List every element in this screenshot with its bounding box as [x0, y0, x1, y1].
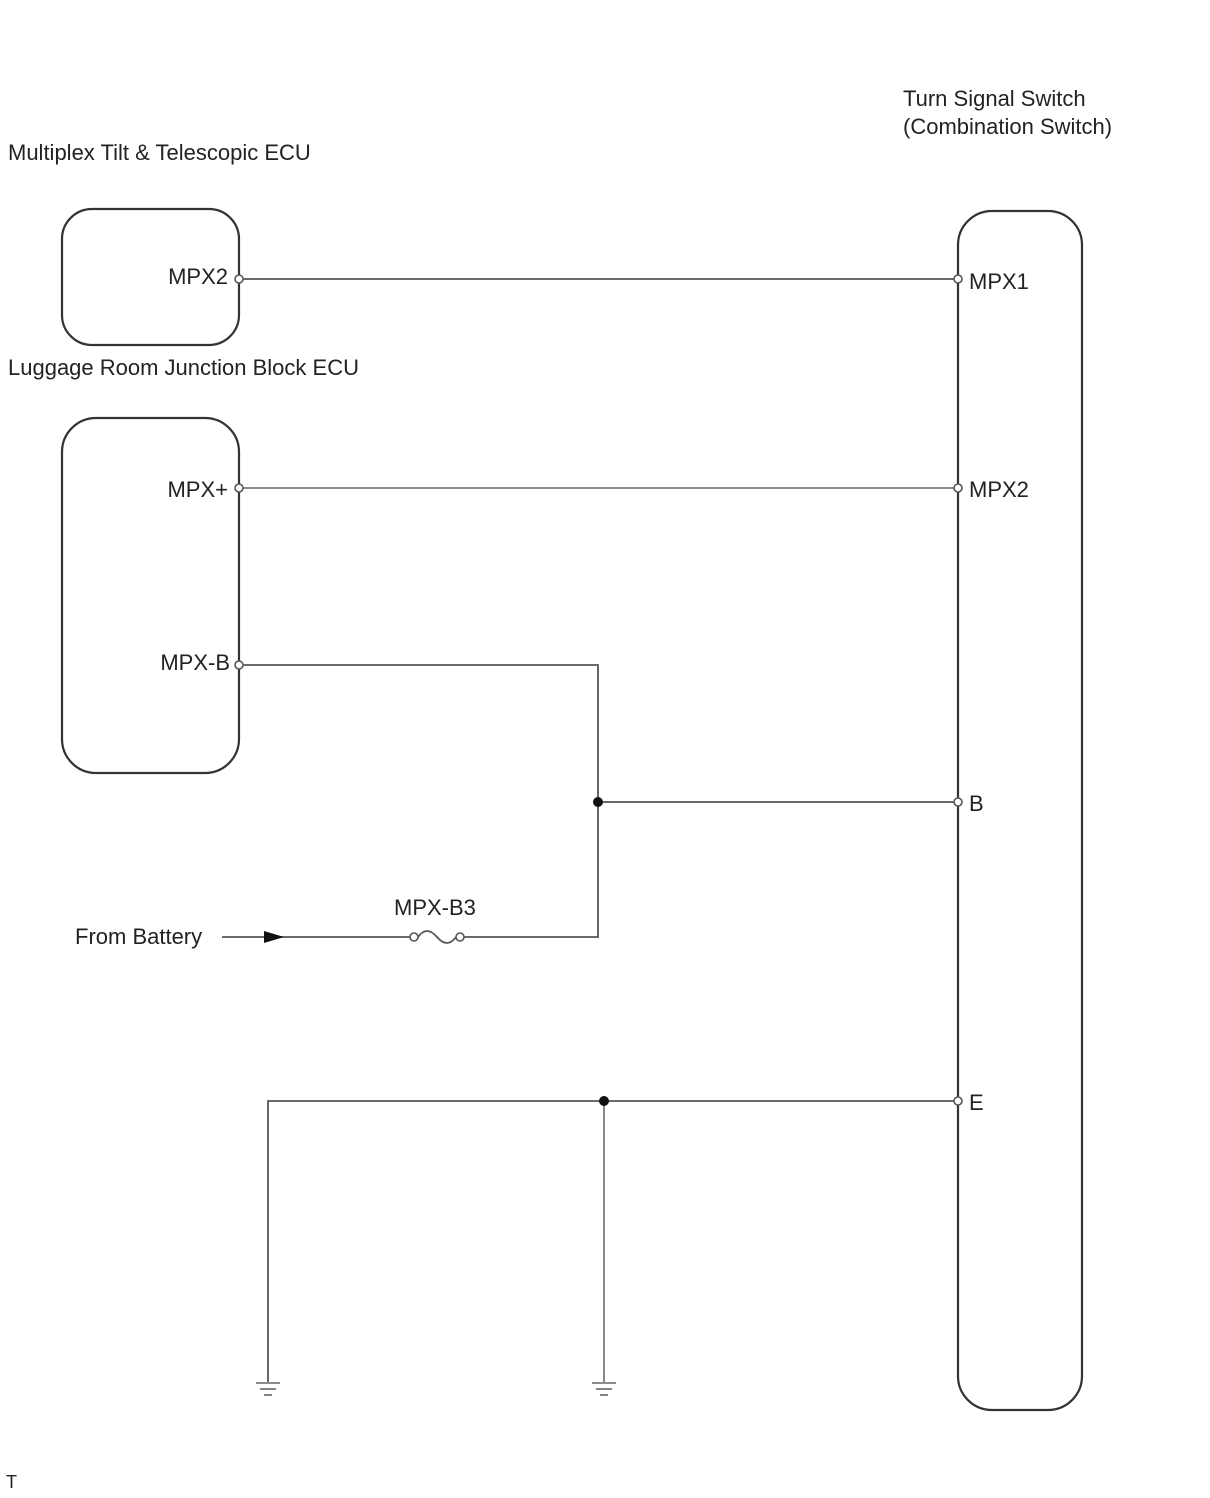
terminal-switch-e — [953, 1096, 963, 1106]
turn-switch-title-line1: Turn Signal Switch — [903, 86, 1086, 111]
pin-label-switch-mpx2: MPX2 — [969, 477, 1029, 502]
fuse-icon — [417, 930, 457, 944]
footer-mark: T — [6, 1472, 17, 1492]
pin-label-switch-mpx1: MPX1 — [969, 269, 1029, 294]
turn-switch-title-line2: (Combination Switch) — [903, 114, 1112, 139]
junction-node-e — [599, 1096, 609, 1106]
terminal-tilt-mpx2 — [234, 274, 244, 284]
terminal-switch-mpx1 — [953, 274, 963, 284]
luggage-ecu-title: Luggage Room Junction Block ECU — [8, 355, 359, 380]
ground-icon — [256, 1382, 280, 1396]
fuse-terminal-left — [409, 932, 419, 942]
pin-label-switch-b: B — [969, 791, 984, 816]
luggage-ecu-box — [60, 416, 241, 775]
terminal-switch-mpx2 — [953, 483, 963, 493]
pin-label-tilt-mpx2: MPX2 — [168, 264, 228, 289]
turn-switch-box — [956, 209, 1084, 1412]
tilt-ecu-title: Multiplex Tilt & Telescopic ECU — [8, 140, 311, 165]
pin-label-switch-e: E — [969, 1090, 984, 1115]
terminal-switch-b — [953, 797, 963, 807]
wire-e-ground-left — [267, 1100, 958, 1382]
fuse-terminal-right — [455, 932, 465, 942]
pin-label-luggage-mpxplus: MPX+ — [167, 477, 228, 502]
terminal-luggage-mpxplus — [234, 483, 244, 493]
battery-arrow-icon — [264, 931, 284, 943]
fuse-label: MPX-B3 — [394, 895, 476, 920]
pin-label-luggage-mpxb: MPX-B — [160, 650, 230, 675]
ground-icon — [592, 1382, 616, 1396]
terminal-luggage-mpxb — [234, 660, 244, 670]
battery-label: From Battery — [75, 924, 202, 949]
junction-node-b — [593, 797, 603, 807]
